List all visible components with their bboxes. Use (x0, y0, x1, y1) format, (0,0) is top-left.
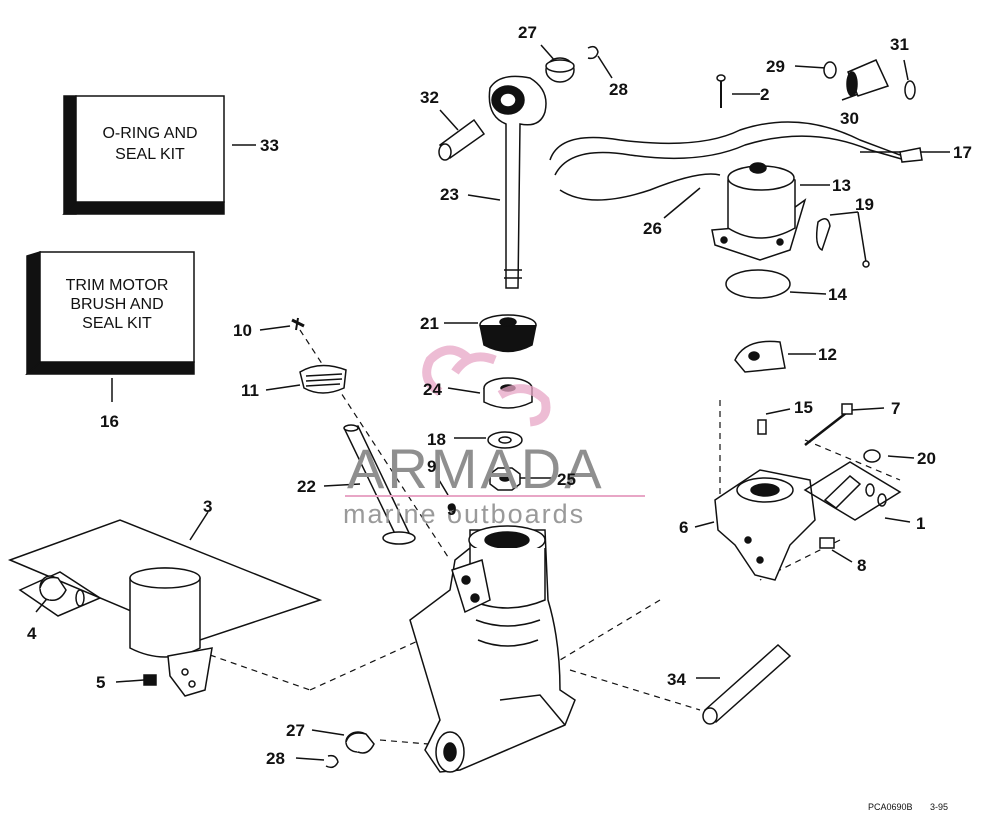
drawing-date: 3-95 (930, 802, 948, 812)
callout-28-bottom: 28 (266, 749, 285, 768)
callout-17: 17 (953, 143, 972, 162)
reservoir (129, 567, 213, 697)
callout-2: 2 (760, 85, 769, 104)
callout-29: 29 (766, 57, 785, 76)
callout-21: 21 (420, 314, 439, 333)
callout-26: 26 (643, 219, 662, 238)
trim-kit-line2: BRUSH AND (70, 296, 163, 313)
valve-1 (823, 475, 887, 509)
callout-13: 13 (832, 176, 851, 195)
coupler-30 (846, 59, 890, 97)
drawing-code: PCA0690B (868, 802, 913, 812)
ring-29 (823, 61, 837, 79)
washer-18 (487, 431, 523, 449)
bolt-7 (804, 403, 853, 446)
callout-4: 4 (27, 624, 37, 643)
callout-23: 23 (440, 185, 459, 204)
screw-15 (757, 419, 767, 435)
callout-27-bottom: 27 (286, 721, 305, 740)
tube-22 (343, 424, 416, 545)
armada-watermark: ARMADA marine outboards (343, 345, 645, 529)
cover-12 (734, 340, 786, 373)
callout-1: 1 (916, 514, 925, 533)
terminal-17 (899, 147, 923, 163)
trim-kit-line3: SEAL KIT (82, 315, 152, 332)
callout-19: 19 (855, 195, 874, 214)
screw-10 (291, 317, 305, 331)
oring-seal-kit-box (62, 95, 225, 215)
callout-10: 10 (233, 321, 252, 340)
callout-18: 18 (427, 430, 446, 449)
armada-logo-mark (422, 345, 551, 427)
trim-motor-kit-box (25, 250, 195, 376)
callout-33: 33 (260, 136, 279, 155)
callout-31: 31 (890, 35, 909, 54)
callout-22: 22 (297, 477, 316, 496)
oring-kit-line2: SEAL KIT (115, 146, 185, 163)
callout-34: 34 (667, 670, 686, 689)
callout-7: 7 (891, 399, 900, 418)
washer-18-hole (498, 436, 512, 444)
screw-8 (819, 537, 835, 549)
callout-9-upper: 9 (427, 457, 436, 476)
screw-2 (716, 74, 726, 108)
callout-labels: 33 16 27 28 2 29 30 31 32 23 17 13 26 19… (27, 23, 972, 768)
bushing-27-bottom (345, 731, 375, 754)
oring-9 (448, 503, 456, 513)
watermark-tagline: marine outboards (343, 499, 585, 529)
watermark-brand: ARMADA (347, 437, 605, 500)
cylinder-assembly (409, 525, 576, 773)
callout-16: 16 (100, 412, 119, 431)
pin-34 (702, 643, 792, 725)
ring-28-bottom (325, 754, 339, 769)
callout-32: 32 (420, 88, 439, 107)
oring-kit-line1: O-RING AND (102, 125, 197, 142)
callout-30: 30 (840, 109, 859, 128)
callout-5: 5 (96, 673, 105, 692)
valve-plane-1 (803, 461, 902, 521)
callout-20: 20 (917, 449, 936, 468)
ring-31 (904, 80, 916, 100)
bushing-4 (39, 575, 85, 607)
oring-20 (863, 449, 881, 463)
trim-motor-13 (549, 121, 906, 261)
callout-6: 6 (679, 518, 688, 537)
callout-3: 3 (203, 497, 212, 516)
pin-32 (438, 118, 486, 161)
callout-27-top: 27 (518, 23, 537, 42)
filter-11 (299, 364, 347, 394)
trim-kit-line1: TRIM MOTOR (66, 277, 169, 294)
callout-12: 12 (818, 345, 837, 364)
callout-15: 15 (794, 398, 813, 417)
piston-21 (479, 314, 537, 353)
piston-rod-23 (488, 75, 547, 289)
callout-9-lower: 9 (447, 500, 456, 519)
callout-24: 24 (423, 380, 442, 399)
callout-8: 8 (857, 556, 866, 575)
ring-28-top (587, 45, 599, 60)
bushing-27-top (545, 57, 575, 83)
callout-11: 11 (241, 381, 259, 400)
pump-6 (714, 469, 816, 581)
screw-5 (143, 674, 157, 686)
oring-14 (725, 269, 791, 299)
callout-14: 14 (828, 285, 847, 304)
callout-28-top: 28 (609, 80, 628, 99)
clamp-19 (815, 218, 870, 268)
nut-25 (489, 467, 521, 491)
callout-25: 25 (557, 470, 576, 489)
